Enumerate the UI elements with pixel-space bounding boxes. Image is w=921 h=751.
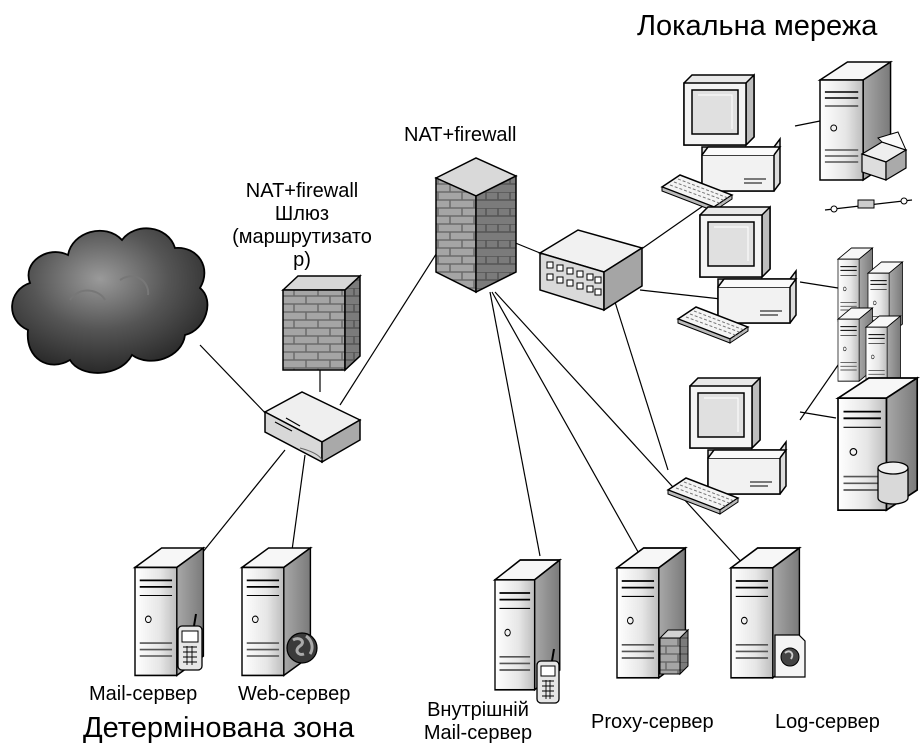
dmz-zone-label: Детермінована зона	[83, 712, 355, 744]
workstation-icon	[661, 74, 781, 212]
proxy-server-icon	[616, 547, 690, 679]
log-server-icon	[730, 547, 806, 679]
mail-server-label: Mail-сервер	[89, 683, 198, 705]
gateway-firewall-label: NAT+firewall Шлюз (маршрутизато р)	[212, 180, 392, 272]
router-icon	[263, 391, 362, 464]
page-title: Локальна мережа	[637, 10, 878, 42]
gateway-label-line: Шлюз	[274, 203, 330, 225]
database-server-icon	[837, 377, 919, 512]
gateway-label-line: р)	[293, 249, 311, 271]
gateway-label-line: NAT+firewall	[245, 180, 359, 202]
gateway-firewall-icon	[281, 274, 362, 372]
internal-mail-label-line: Mail-сервер	[423, 722, 533, 744]
proxy-server-label: Proxy-сервер	[591, 711, 714, 733]
print-server-icon	[819, 61, 913, 213]
main-firewall-icon	[434, 157, 518, 294]
workstation-icon	[667, 377, 787, 515]
main-firewall-label: NAT+firewall	[404, 124, 517, 146]
log-server-label: Log-сервер	[775, 711, 880, 733]
workstation-icon	[677, 206, 797, 344]
connection-lines	[189, 119, 846, 583]
internal-mail-server-label: Внутрішній Mail-сервер	[408, 699, 548, 745]
internal-mail-label-line: Внутрішній	[427, 699, 529, 721]
web-server-icon	[241, 547, 318, 677]
gateway-label-line: (маршрутизато	[232, 226, 372, 248]
server-cluster-icon	[837, 247, 904, 390]
web-server-label: Web-сервер	[238, 683, 351, 705]
switch-icon	[538, 229, 644, 312]
internal-mail-server-icon	[494, 559, 561, 704]
mail-server-icon	[134, 547, 205, 677]
cloud-icon	[11, 227, 209, 374]
